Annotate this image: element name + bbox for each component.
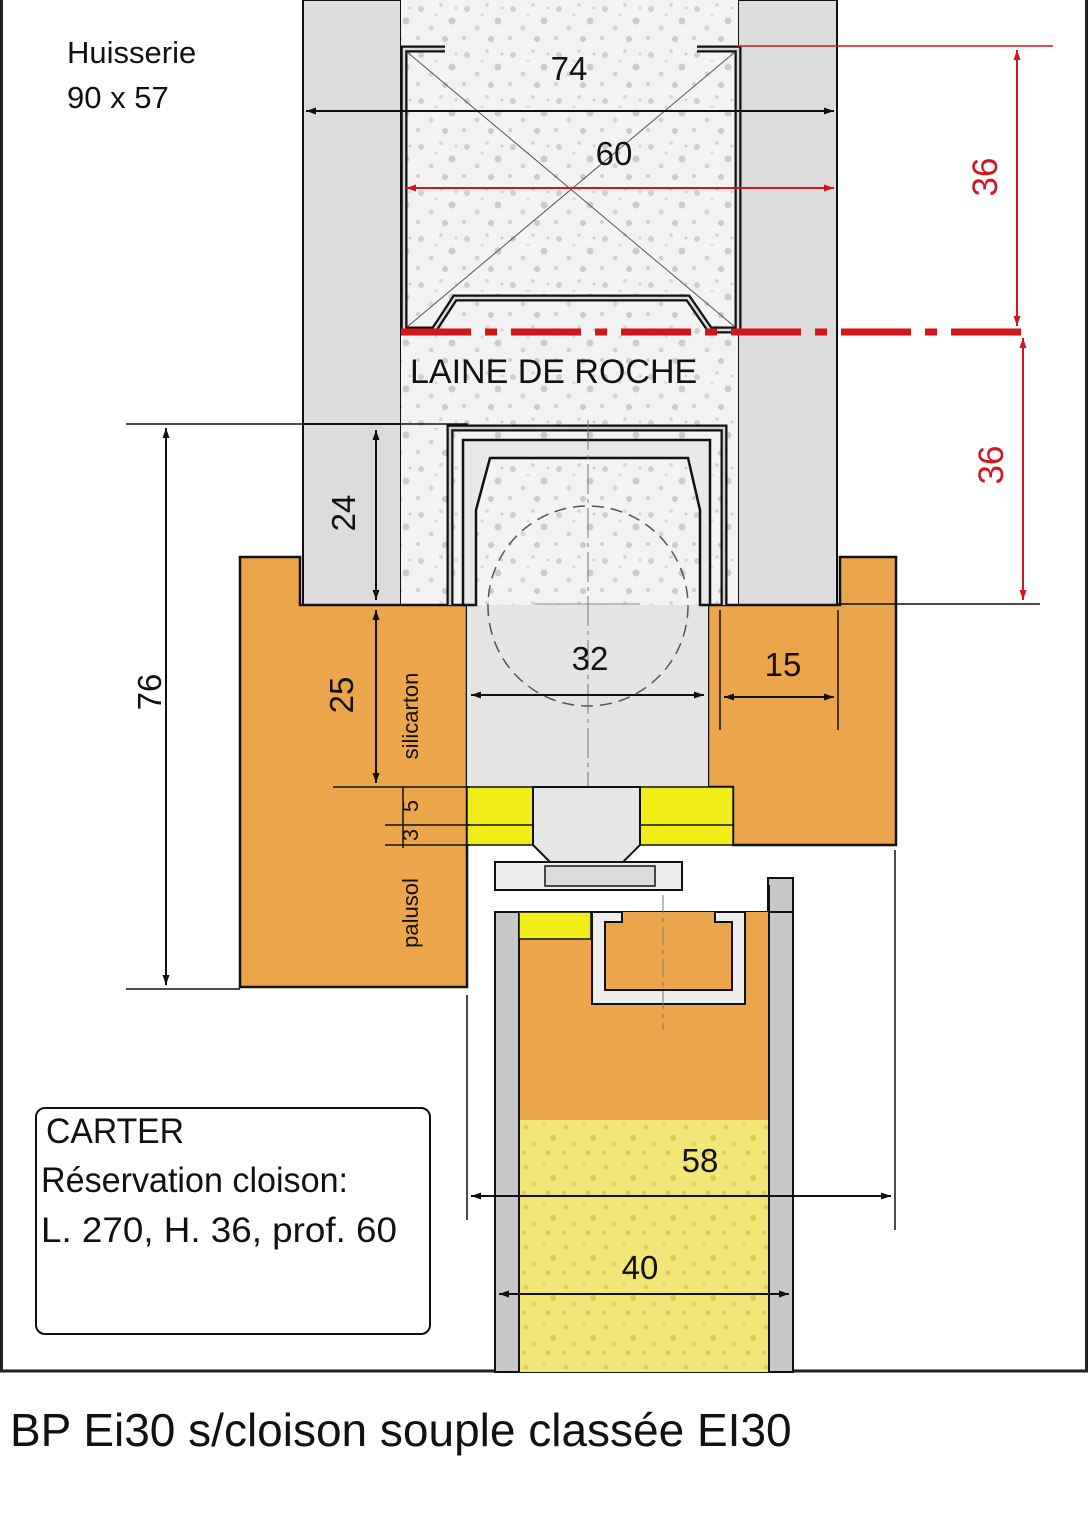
- dim-74-label: 74: [551, 50, 588, 87]
- dimension-arrows-red: [406, 50, 1027, 600]
- dim-32-label: 32: [572, 640, 609, 677]
- frame-size: 90 x 57: [67, 80, 169, 115]
- partition-wall: [302, 0, 838, 606]
- dim-15-label: 15: [765, 646, 802, 683]
- leaf-core: [519, 1120, 769, 1372]
- dim-76-label: 76: [131, 674, 168, 711]
- frame-left-jamb: [238, 555, 469, 989]
- dim-40-label: 40: [622, 1249, 659, 1286]
- dim-25-label: 25: [323, 677, 360, 714]
- carter-title: CARTER: [46, 1112, 184, 1151]
- suspension-bolt: [494, 786, 683, 891]
- leaf-top-step: [767, 877, 794, 913]
- extension-lines: [126, 423, 1040, 1230]
- dim-36-top-label: 36: [966, 158, 1005, 197]
- carter-line-1: Réservation cloison:: [41, 1161, 348, 1200]
- silicarton-label: silicarton: [398, 673, 423, 760]
- dim-36-bottom-label: 36: [972, 446, 1011, 485]
- dim-24-label: 24: [325, 495, 362, 532]
- leaf-guide-profile: [591, 911, 746, 1005]
- dim-5-label: 5: [398, 800, 423, 812]
- palusol-label: palusol: [398, 878, 423, 948]
- figure-caption: BP Ei30 s/cloison souple classée EI30: [10, 1404, 792, 1456]
- dim-58-label: 58: [682, 1142, 719, 1179]
- rock-wool-core: [401, 0, 738, 605]
- dim-3-label: 3: [398, 829, 423, 841]
- dim-60-label: 60: [596, 135, 633, 172]
- carter-line-2: L. 270, H. 36, prof. 60: [41, 1211, 397, 1250]
- dimension-arrows: [162, 107, 891, 1298]
- rail-profile: [461, 438, 712, 607]
- intumescent-strips: [466, 786, 734, 846]
- carter-info-box: CARTER Réservation cloison: L. 270, H. 3…: [35, 1107, 431, 1335]
- leaf-top-strip: [518, 911, 592, 940]
- door-leaf: [494, 877, 794, 1373]
- material-label: LAINE DE ROCHE: [410, 353, 697, 391]
- frame-title: Huisserie: [67, 35, 196, 70]
- door-frame: [238, 555, 898, 989]
- plaster-board-right: [737, 0, 838, 606]
- plaster-board-left: [302, 0, 402, 606]
